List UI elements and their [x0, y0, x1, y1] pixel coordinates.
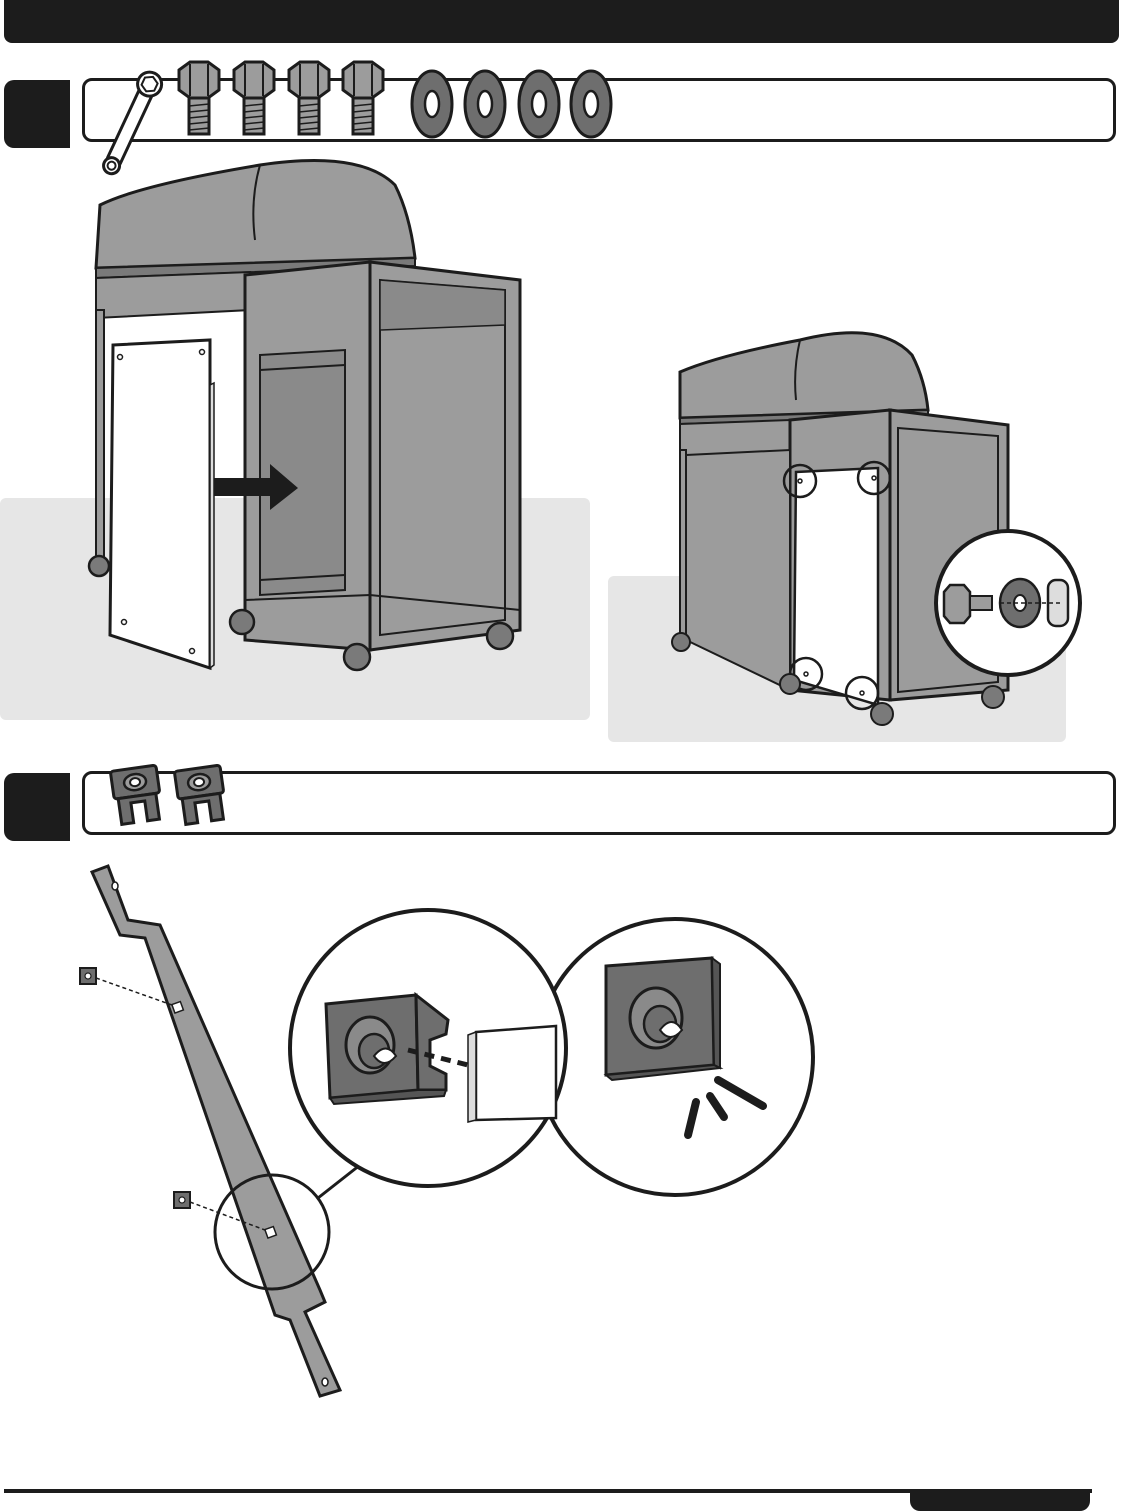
rail-clip-insertion-illustration: [0, 860, 1121, 1420]
washer-icon: [516, 68, 562, 140]
bolt-icon: [340, 60, 386, 138]
bolt-icon: [176, 60, 222, 138]
clip-nut-icon: [172, 760, 230, 832]
bolt-icon: [231, 60, 277, 138]
step-1-number-block: [4, 80, 70, 148]
bolt-icon: [286, 60, 332, 138]
washer-icon: [409, 68, 455, 140]
washer-icon: [568, 68, 614, 140]
step-2-hardware-banner: [82, 771, 1116, 835]
grill-panel-insert-illustration: [0, 150, 600, 690]
washer-icon: [462, 68, 508, 140]
footer-page-tab: [910, 1489, 1090, 1511]
grill-panel-attached-illustration: [600, 310, 1080, 740]
header-bar: [4, 0, 1119, 43]
step-2-number-block: [4, 773, 70, 841]
clip-nut-icon: [108, 760, 166, 832]
